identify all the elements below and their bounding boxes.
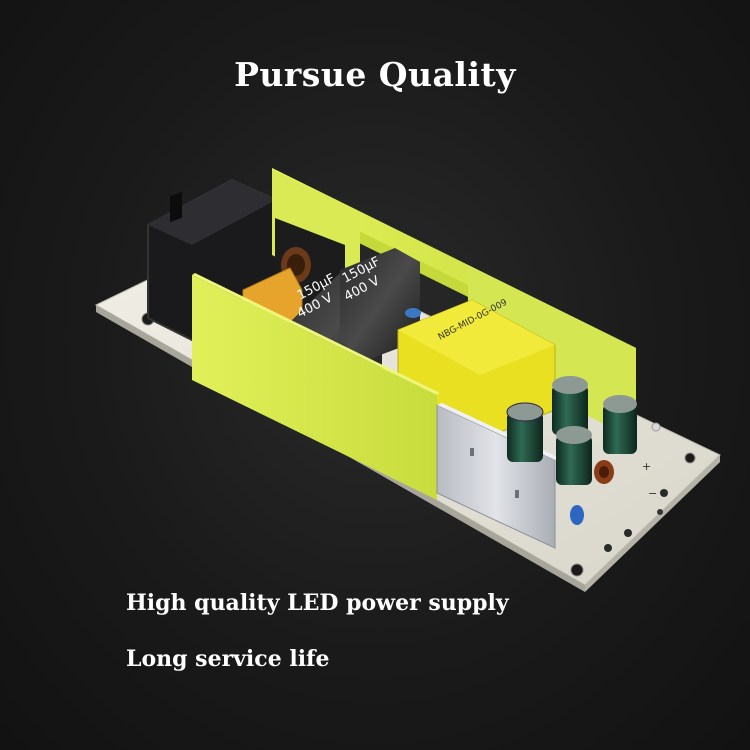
ceramic-capacitor [405,308,421,318]
insulator-front [192,275,437,500]
headline: Pursue Quality [234,55,516,94]
led-indicator [651,422,661,432]
mount-hole [570,563,584,577]
output-capacitor [552,376,588,435]
output-capacitor [556,426,592,485]
caption-line-2: Long service life [126,646,330,672]
y-capacitor [570,505,584,525]
caption-line-1: High quality LED power supply [126,590,509,616]
output-capacitor [506,402,544,462]
mount-hole [684,452,696,464]
svg-text:+: + [642,460,651,473]
output-capacitor [603,395,637,454]
svg-text:−: − [648,487,657,500]
